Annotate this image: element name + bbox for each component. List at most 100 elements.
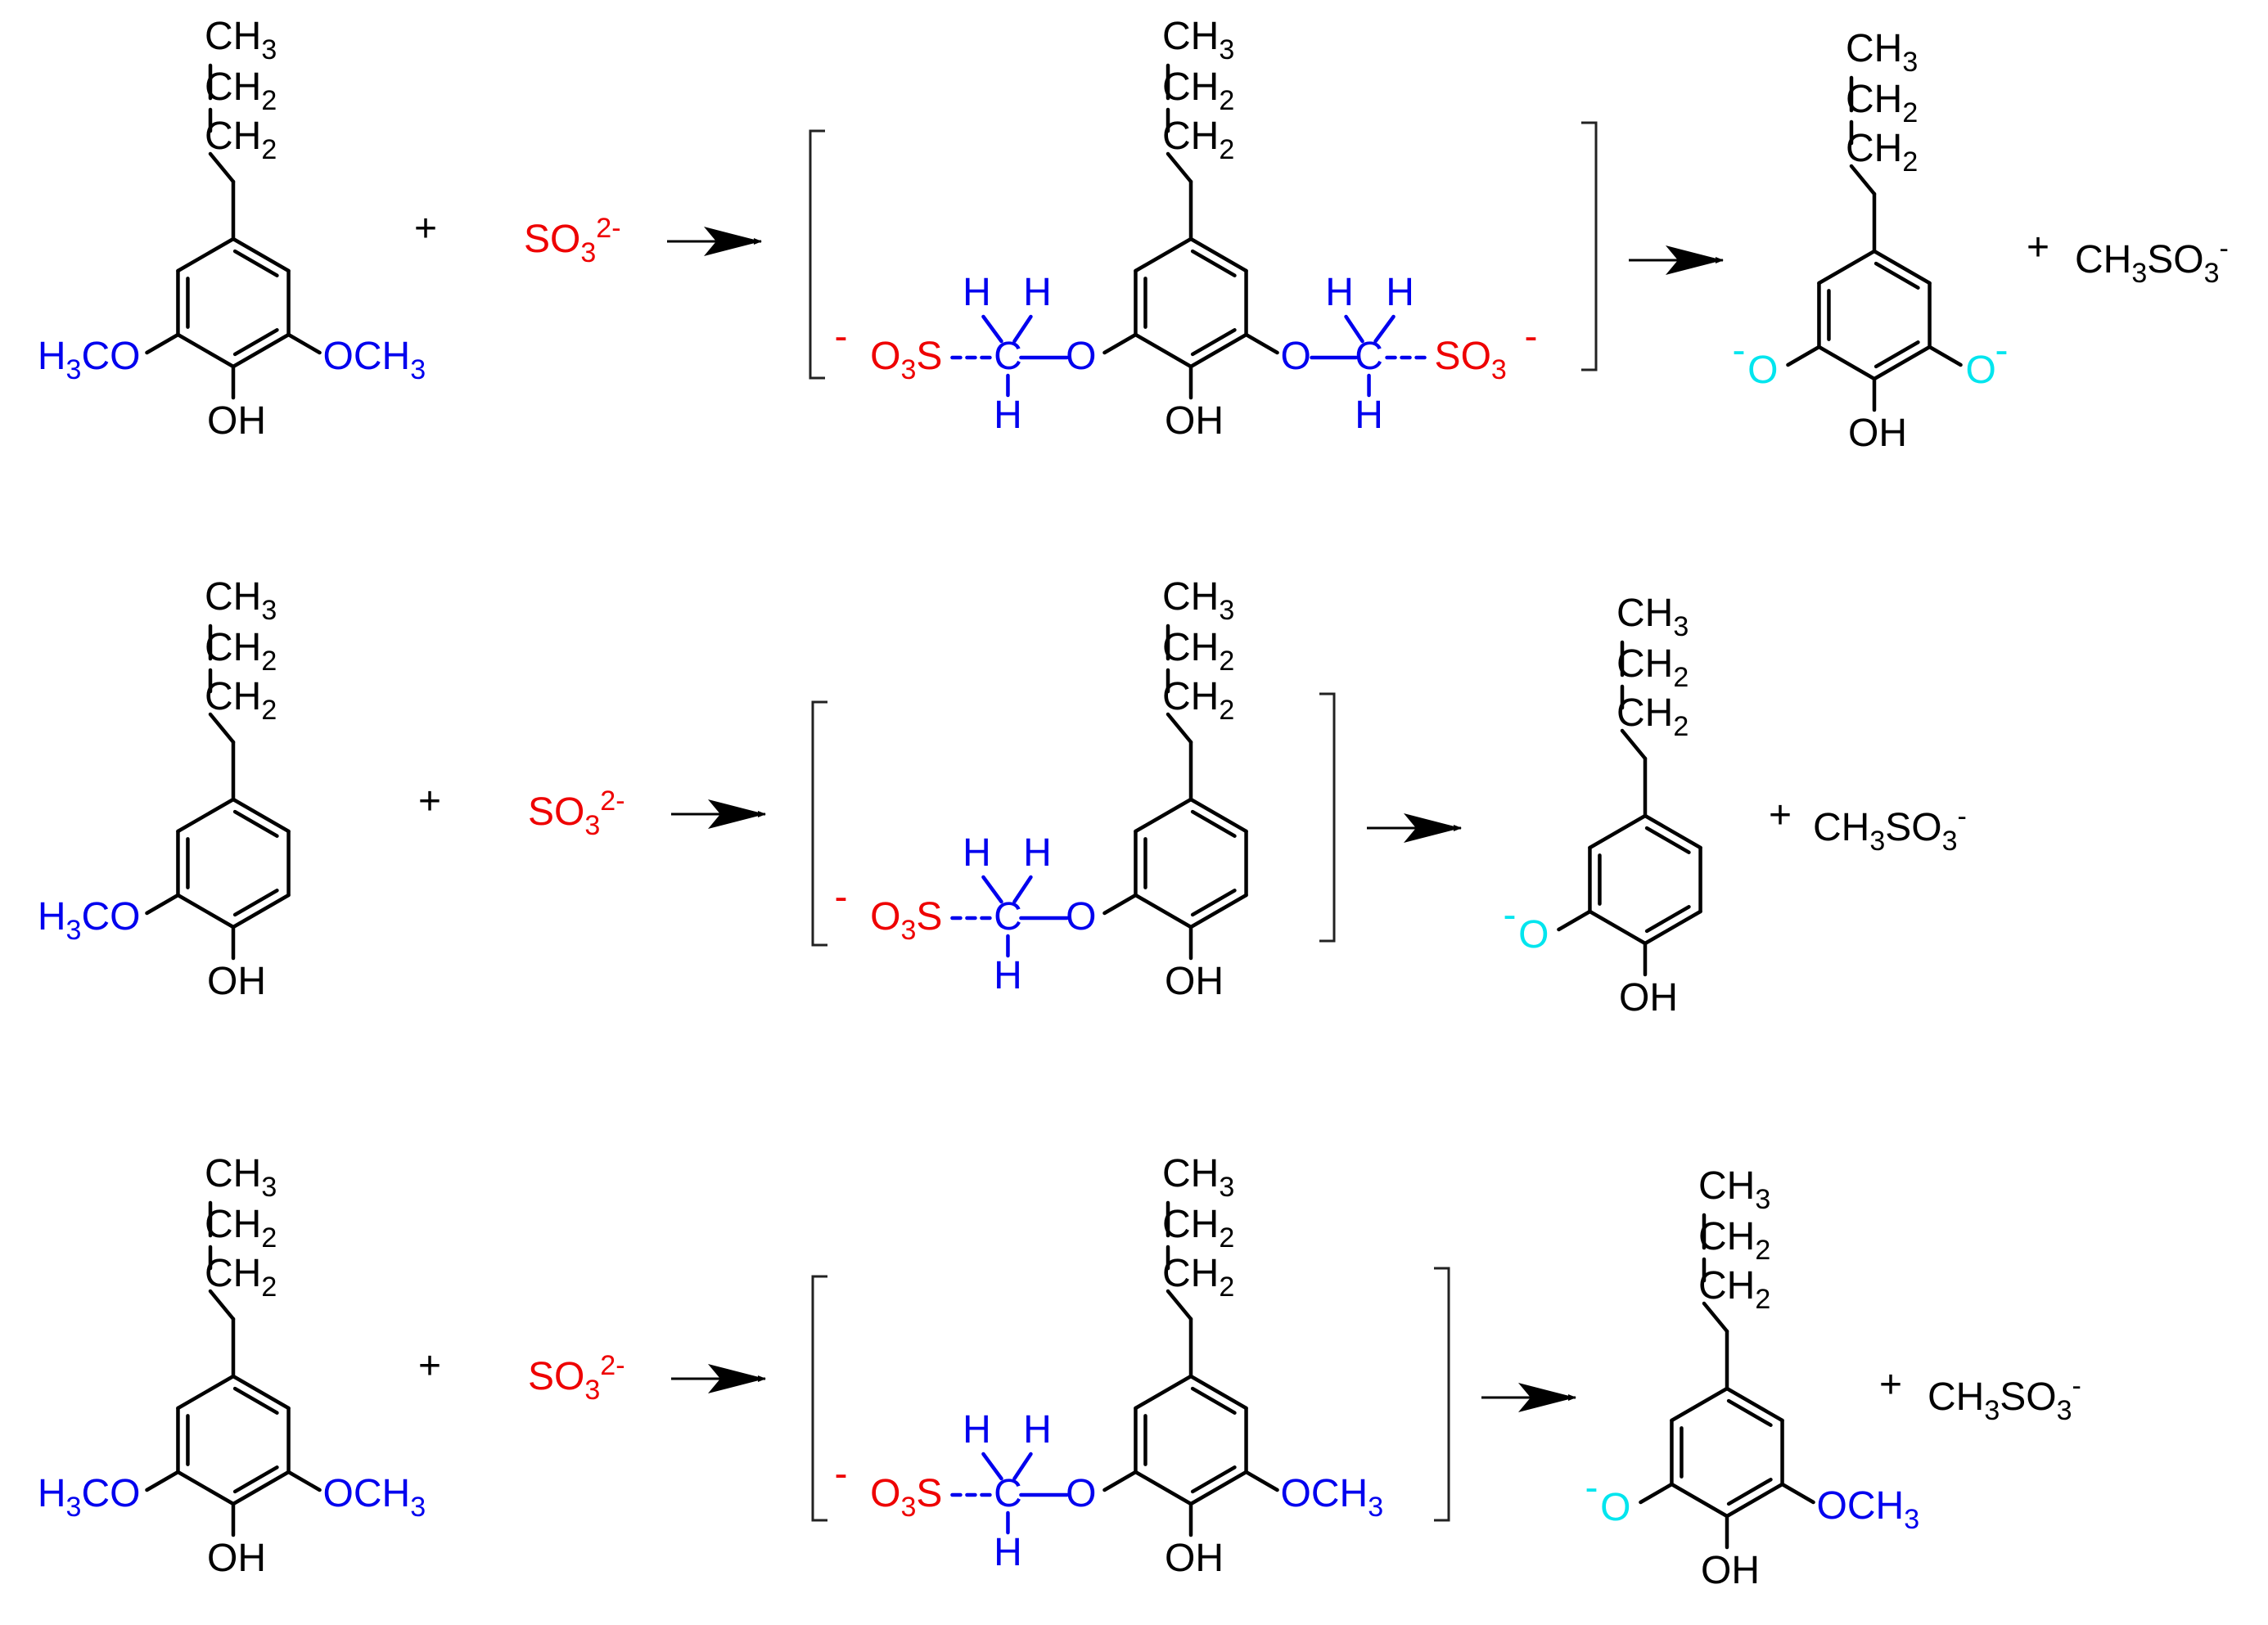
hydrogen-label-part: H — [963, 1408, 991, 1452]
ch2-label: CH2 — [1698, 1264, 1770, 1315]
ch3-label-part: 3 — [1219, 595, 1234, 626]
sulfonate-label-part: 3 — [901, 354, 917, 385]
substituent-bond — [1639, 1482, 1674, 1505]
ch3-label: CH3 — [205, 575, 277, 626]
plus-sign: + — [414, 207, 437, 250]
ring-bond — [231, 893, 291, 930]
phenoxide-charge-part: - — [1503, 894, 1516, 937]
sulfonate-label-part: 3 — [1491, 354, 1507, 385]
ch3-label: CH3 — [205, 1152, 277, 1203]
ch2-label-part: 2 — [1219, 85, 1234, 116]
methanesulfonate-label-part: CH — [2075, 238, 2131, 281]
ch2-label: CH2 — [1162, 1203, 1234, 1254]
oh-label: OH — [207, 960, 266, 1003]
ring-bond — [176, 1374, 236, 1411]
ch3-label-part: 3 — [1755, 1184, 1770, 1215]
hydrogen-label-part: H — [994, 954, 1022, 997]
ring-bond — [1188, 1374, 1248, 1411]
ch3-label: CH3 — [1616, 592, 1689, 642]
ch2-label: CH2 — [1616, 691, 1689, 742]
arrow-head — [1404, 813, 1461, 843]
oh-label: OH — [207, 399, 266, 443]
ch3-label: CH3 — [1846, 27, 1918, 78]
hydrogen-label: H — [963, 1408, 991, 1452]
hydrogen-label: H — [1023, 1408, 1052, 1452]
sulfonate-label-part: 3 — [901, 1492, 917, 1523]
hydrogen-label-part: H — [994, 1531, 1022, 1574]
methanesulfonate-label: CH3SO3- — [1928, 1371, 2081, 1426]
ring-bond — [1134, 893, 1193, 930]
substituent-bond — [1557, 909, 1592, 932]
ring-bond — [231, 236, 291, 273]
ch3-label-part: CH — [205, 575, 261, 619]
methoxy-label-part: OCH — [1817, 1484, 1905, 1528]
ch-bond — [1012, 314, 1033, 344]
ring-bond — [231, 797, 291, 834]
ring-double-bond — [1190, 1386, 1237, 1415]
methoxy-label-part: OCH — [323, 335, 411, 378]
ch2-label: CH2 — [205, 626, 277, 677]
methoxy-label: OCH3 — [323, 335, 426, 385]
ether-o-label-part: O — [1066, 335, 1096, 378]
methanesulfonate-label-part: - — [1958, 801, 1967, 832]
substituent-bond — [286, 1470, 322, 1492]
ring-double-bond — [232, 328, 279, 357]
right-bracket — [1581, 121, 1598, 371]
methoxy-label-part: 3 — [410, 1492, 426, 1523]
ch2-label-part: 2 — [261, 1272, 277, 1303]
ch3-label-part: CH — [1162, 575, 1219, 619]
oh-label-part: OH — [1619, 976, 1678, 1020]
sulfite-label-part: 2- — [600, 1350, 624, 1381]
oh-label: OH — [1701, 1549, 1760, 1592]
ring-bond — [1872, 344, 1932, 381]
ch2-label-part: 2 — [1902, 146, 1918, 178]
substituent-bond — [1102, 893, 1138, 916]
ring-double-bond — [1190, 889, 1237, 917]
hydrogen-label: H — [1355, 394, 1383, 437]
ch2-label: CH2 — [205, 1203, 277, 1254]
oh-label-part: OH — [1701, 1549, 1760, 1592]
methanesulfonate-label-part: 3 — [1984, 1395, 2000, 1426]
ch2-label-part: 2 — [261, 646, 277, 677]
phenoxide-label-part: O — [1966, 349, 1996, 392]
sulfite-label-part: SO — [528, 1355, 584, 1398]
methylene-c-label: C — [1355, 335, 1383, 378]
chain-bond — [1166, 712, 1193, 745]
phenoxide-charge: - — [1503, 894, 1516, 937]
ch2-label: CH2 — [205, 1252, 277, 1303]
sulfonate-charge: - — [834, 876, 847, 919]
ch3-label: CH3 — [1162, 1152, 1234, 1203]
ch3-label-part: 3 — [261, 34, 277, 65]
ch2-label-part: CH — [205, 1203, 261, 1246]
methoxy-label-part: CO — [81, 1472, 140, 1515]
ring-bond — [1588, 813, 1648, 850]
sulfite-label-part: SO — [524, 218, 580, 261]
methanesulfonate-label-part: 3 — [2131, 258, 2147, 289]
sulfonate-label-part: O — [870, 895, 900, 939]
methanesulfonate-label-part: CH — [1928, 1375, 1984, 1419]
methylene-c-label-part: C — [994, 1472, 1022, 1515]
ring-bond — [1134, 1374, 1193, 1411]
substituent-bond — [145, 1470, 180, 1492]
ch2-label-part: CH — [1698, 1264, 1755, 1308]
oh-label-part: OH — [1165, 960, 1224, 1003]
ether-o-label: O — [1281, 335, 1311, 378]
ring-double-bond — [1190, 328, 1237, 357]
methoxy-label-part: OCH — [1281, 1472, 1368, 1515]
phenoxide-charge-part: - — [1585, 1466, 1598, 1510]
ring-bond — [1725, 1386, 1784, 1423]
phenoxide-charge-part: - — [1995, 329, 2009, 372]
ch3-label: CH3 — [1162, 15, 1234, 65]
ring-bond — [1670, 1482, 1729, 1519]
sulfonate-label: SO3 — [1435, 335, 1507, 385]
phenoxide-charge: - — [1995, 329, 2009, 372]
ring-bond — [176, 797, 236, 834]
chain-bond — [1702, 1301, 1729, 1334]
ring-bond — [176, 332, 236, 369]
substituent-bond — [1102, 1470, 1138, 1492]
ring-bond — [1188, 236, 1248, 273]
hydrogen-label-part: H — [1023, 1408, 1052, 1452]
ether-o-label-part: O — [1066, 895, 1096, 939]
methoxy-label: H3CO — [38, 1472, 141, 1523]
methanesulfonate-label: CH3SO3- — [2075, 233, 2229, 289]
